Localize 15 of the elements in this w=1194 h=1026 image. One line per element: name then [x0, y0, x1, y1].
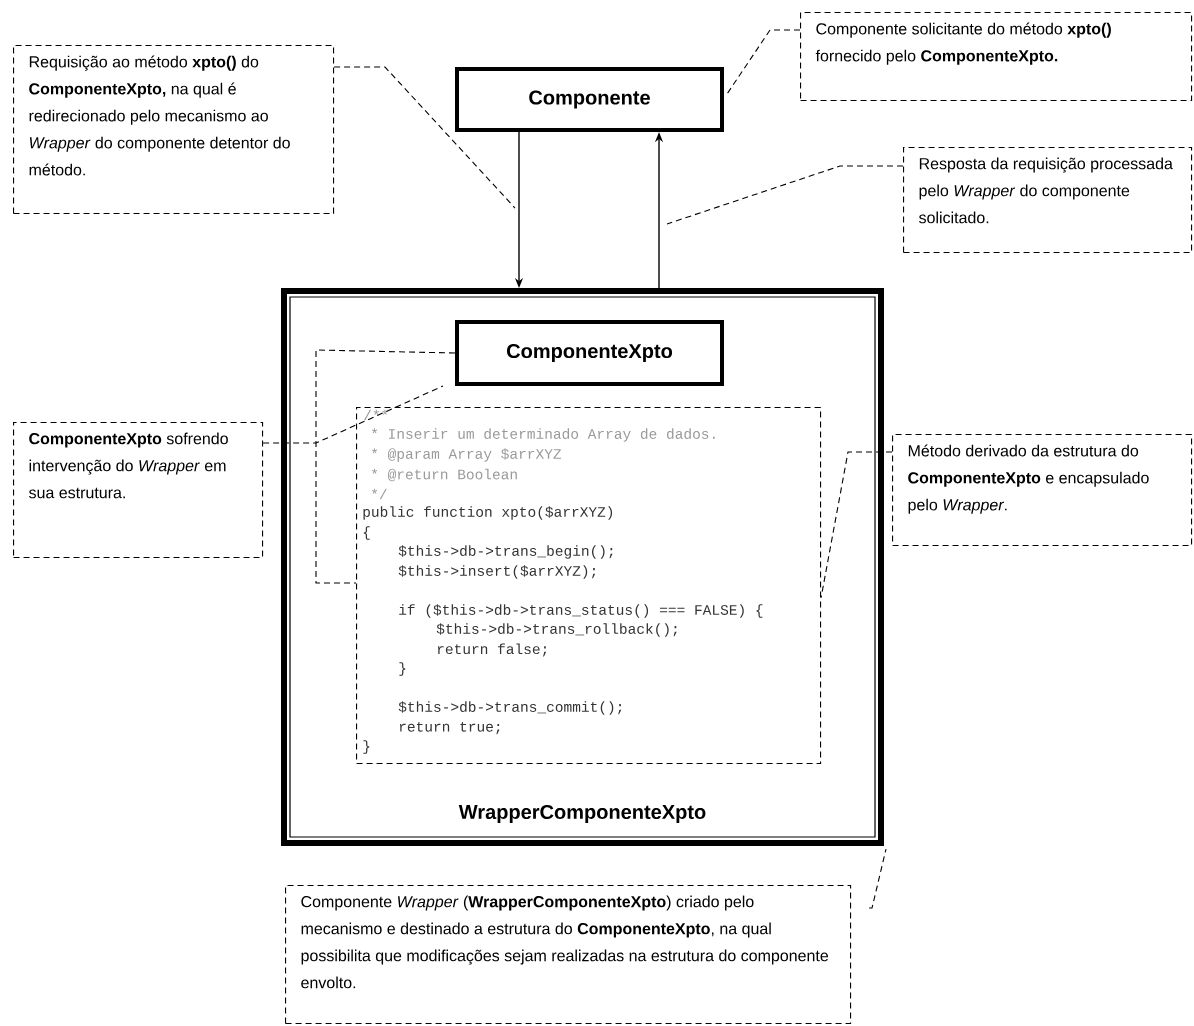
callout-box: Componente Wrapper (WrapperComponenteXpto) criado pelo mecanismo e destinado a estrutura do ComponenteXpto, na qual possibilita que modificações sejam realizadas na estrutura do componente envolto.	[285, 885, 852, 1025]
callout-box: Método derivado da estrutura do ComponenteXpto e encapsulado pelo Wrapper.	[892, 434, 1193, 547]
leader-line	[315, 349, 456, 584]
callout-box: Componente solicitante do método xpto() fornecido pelo ComponenteXpto.	[800, 12, 1193, 102]
leader-line	[666, 165, 904, 225]
callout-box: ComponenteXpto sofrendo intervenção do Wrapper em sua estrutura.	[13, 422, 264, 559]
callout-box: Resposta da requisição processada pelo Wrapper do componente solicitado.	[903, 147, 1193, 254]
code-box: /** * Inserir um determinado Array de dados. * @param Array $arrXYZ * @return Boolean */ public function xpto($arrXYZ) { $this->db->trans_begin(); $this->insert($arrXYZ); if ($this->db->trans_status() === FALSE) { $this->db->trans_rollback(); return false; } $this->db->trans_commit(); return true; }	[356, 407, 822, 765]
leader-line	[820, 451, 893, 599]
leader-line	[333, 66, 516, 209]
callout-box: Requisição ao método xpto() do ComponenteXpto, na qual é redirecionado pelo mecanismo ao Wrapper do componente detentor do método.	[13, 45, 335, 215]
leader-line	[868, 848, 887, 909]
component-box: ComponenteXpto	[455, 320, 724, 386]
leader-line	[262, 385, 444, 444]
component-box: Componente	[455, 67, 724, 132]
